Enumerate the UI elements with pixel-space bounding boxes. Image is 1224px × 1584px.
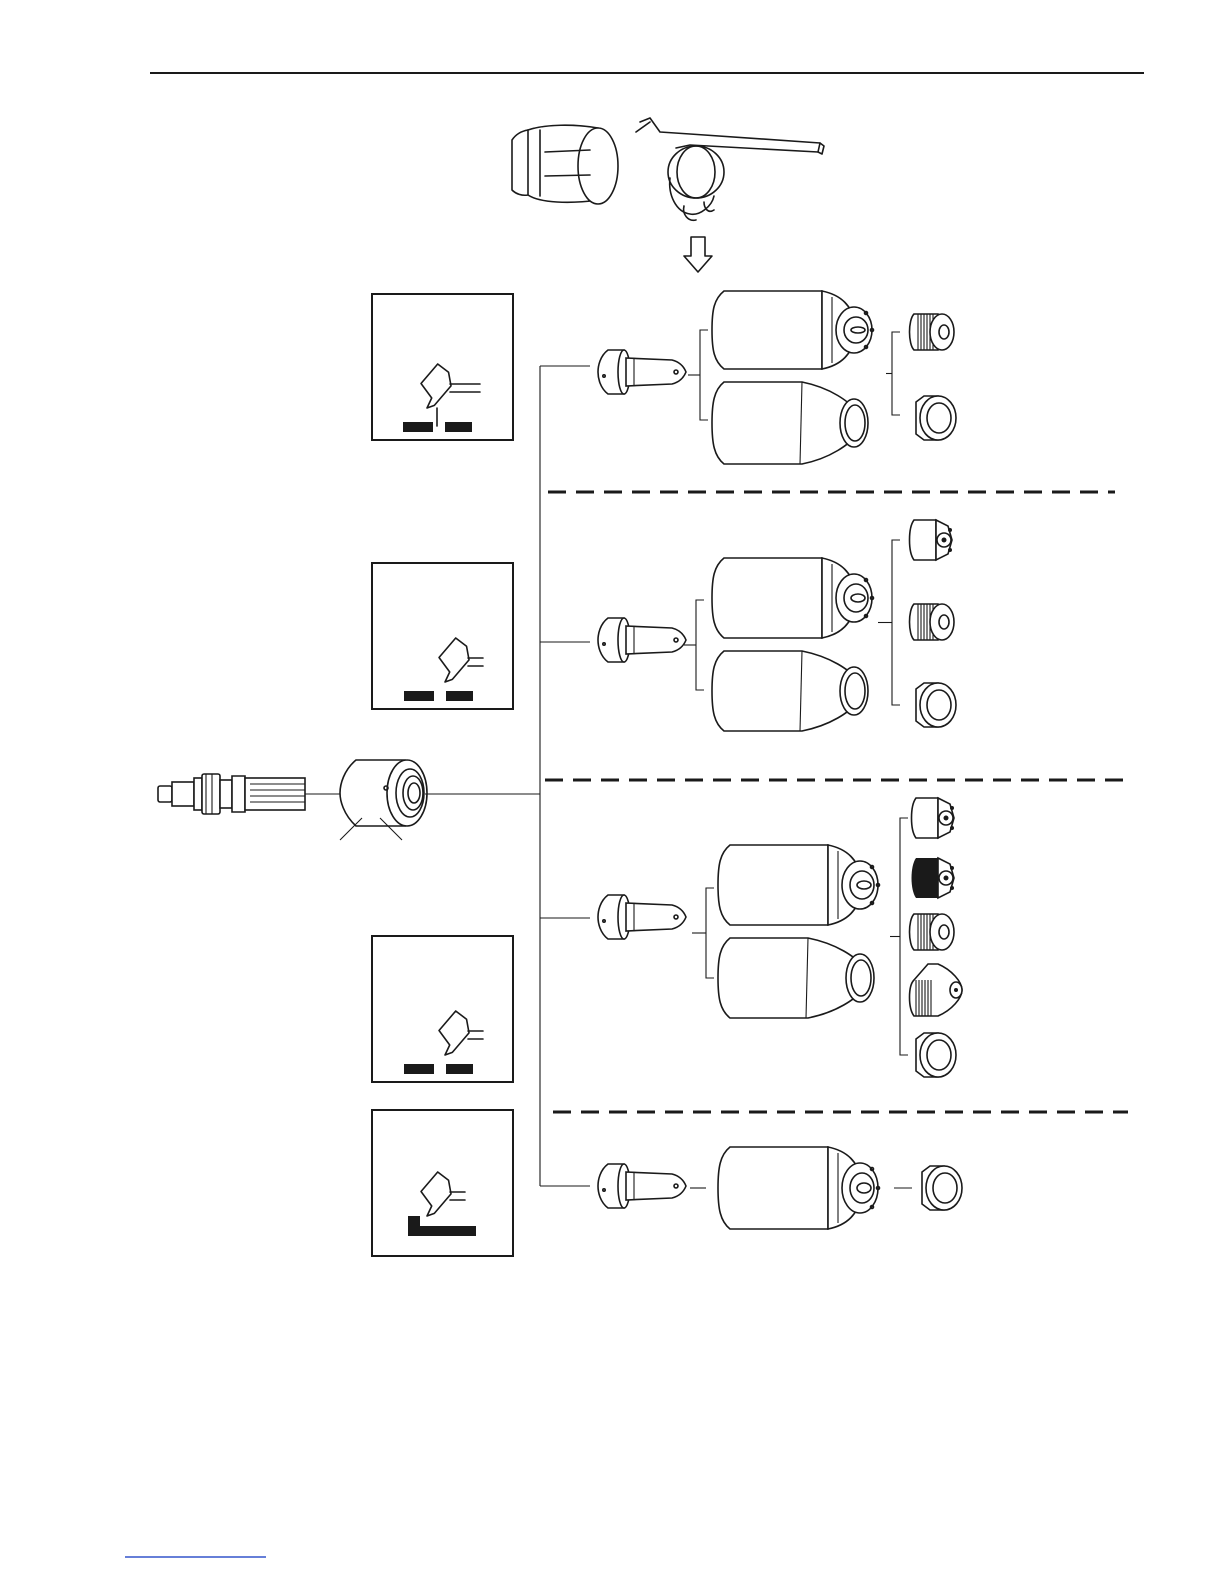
shield-dark-icon [912,858,955,898]
deflector-icon [916,1033,956,1077]
shield-vented-icon [912,798,955,838]
shield-conical-icon [910,964,963,1016]
grouping-bracket [900,818,908,1055]
shield-vented-icon [910,520,953,560]
retaining-cap-deflector-icon [712,382,868,464]
nozzle-icon [910,314,955,350]
electrode-icon [598,1164,686,1208]
grouping-bracket [892,540,900,705]
retaining-cap-icon [718,845,880,925]
grouping-bracket [706,888,714,978]
process-box-4 [372,1110,513,1256]
grouping-bracket [700,330,708,420]
process-box-1 [372,294,513,440]
grouping-bracket [696,600,704,690]
deflector-icon [922,1166,962,1210]
electrode-icon [598,350,686,394]
retaining-cap-deflector-icon [718,938,874,1018]
process-box-3 [372,936,513,1082]
grouping-bracket [892,332,900,415]
deflector-icon [916,396,956,440]
nozzle-icon [910,604,955,640]
retaining-cap-icon [718,1147,880,1229]
swirl-ring-icon [340,760,427,840]
torch-electrode-holder-icon [158,774,305,814]
deflector-icon [916,683,956,727]
retaining-cap-icon [712,558,874,638]
electrode-icon [598,895,686,939]
down-arrow-icon [684,237,712,272]
retaining-cap-icon [712,291,874,369]
cutting-guide-icon [636,118,824,220]
electrode-icon [598,618,686,662]
process-box-2 [372,563,513,709]
cylinder-sleeve-icon [512,125,618,204]
nozzle-icon [910,914,955,950]
retaining-cap-deflector-icon [712,651,868,731]
